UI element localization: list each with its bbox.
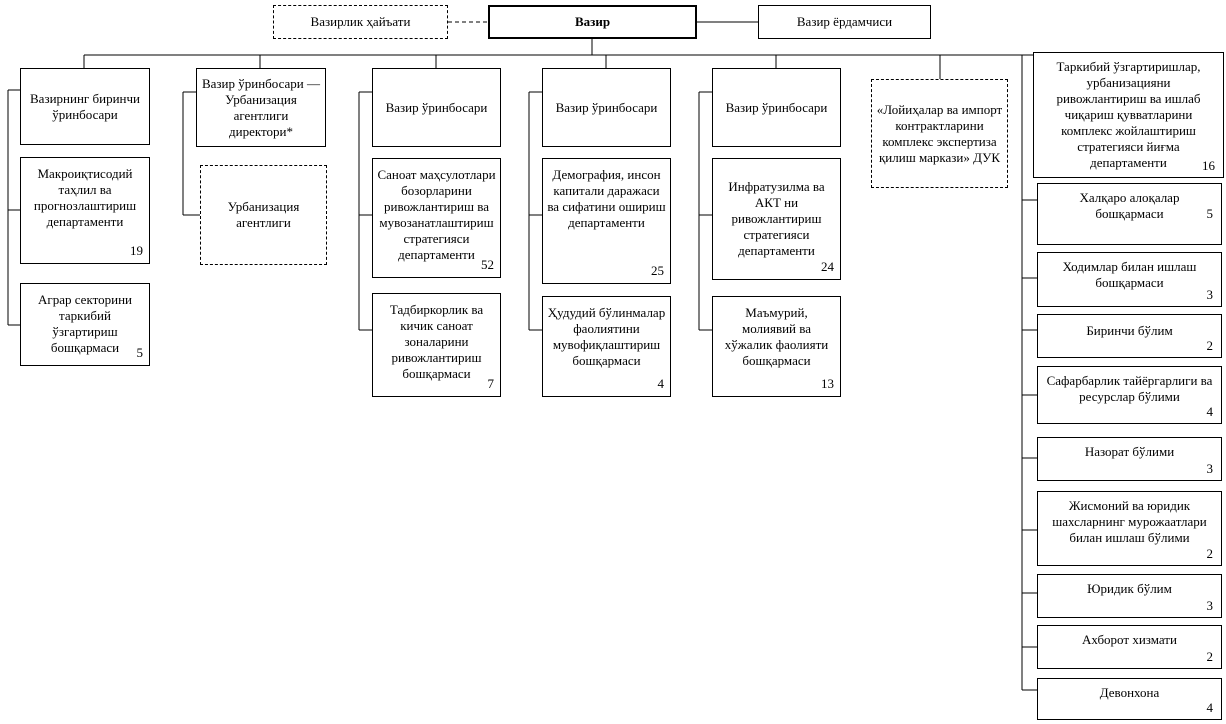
column-head: Вазир ўринбосари [542, 68, 671, 147]
staff-count: 3 [1206, 598, 1214, 613]
minister-assistant-box: Вазир ёрдамчиси [758, 5, 931, 39]
staff-count: 19 [130, 243, 143, 258]
staff-count: 13 [821, 376, 834, 391]
right-unit-box: Юридик бўлим 3 [1037, 574, 1222, 618]
right-unit-box: Жисмоний ва юридик шахсларнинг мурожаатл… [1037, 491, 1222, 566]
right-unit-box: Девонхона 4 [1037, 678, 1222, 720]
unit-box: Урбанизация агентлиги [200, 165, 327, 265]
staff-count: 52 [481, 257, 494, 272]
unit-box: Демография, инсон капитали даражаси ва с… [542, 158, 671, 284]
right-unit-box: Ахборот хизмати 2 [1037, 625, 1222, 669]
right-unit-box: Биринчи бўлим 2 [1037, 314, 1222, 358]
staff-count: 2 [1206, 338, 1214, 353]
column-head: Вазир ўринбосари [712, 68, 841, 147]
right-unit-box: Ходимлар билан ишлаш бошқармаси 3 [1037, 252, 1222, 307]
staff-count: 3 [1206, 287, 1214, 302]
staff-count: 2 [1206, 546, 1214, 561]
staff-count: 24 [821, 259, 834, 274]
staff-count: 2 [1206, 649, 1214, 664]
ministry-board-label: Вазирлик ҳайъати [310, 14, 411, 29]
unit-box: Инфратузилма ва АКТ ни ривожлантириш стр… [712, 158, 841, 280]
staff-count: 5 [1206, 206, 1214, 221]
unit-box: Саноат маҳсулотлари бозорларини ривожлан… [372, 158, 501, 278]
minister-box: Вазир [488, 5, 697, 39]
column-head: Вазирнинг биринчи ўринбосари [20, 68, 150, 145]
staff-count: 4 [1206, 404, 1214, 419]
staff-count: 16 [1202, 158, 1215, 173]
staff-count: 4 [657, 376, 665, 391]
column-head: Вазир ўринбосари — Урбанизация агентлиги… [196, 68, 326, 147]
column-head: Вазир ўринбосари [372, 68, 501, 147]
staff-count: 7 [487, 376, 495, 391]
staff-count: 25 [651, 263, 664, 278]
unit-box: Макроиқтисодий таҳлил ва прогнозлаштириш… [20, 157, 150, 264]
right-unit-box: Назорат бўлими 3 [1037, 437, 1222, 481]
unit-box: Тадбиркорлик ва кичик саноат зоналарини … [372, 293, 501, 397]
right-unit-box: Халқаро алоқалар бошқармаси 5 [1037, 183, 1222, 245]
staff-count: 3 [1206, 461, 1214, 476]
minister-assistant-label: Вазир ёрдамчиси [796, 14, 893, 29]
ministry-board-box: Вазирлик ҳайъати [273, 5, 448, 39]
right-unit-box: Сафарбарлик тайёргарлиги ва ресурслар бў… [1037, 366, 1222, 424]
unit-box: Аграр секторини таркибий ўзгартириш бошқ… [20, 283, 150, 366]
minister-label: Вазир [574, 14, 611, 29]
staff-count: 5 [136, 345, 144, 360]
right-unit-box: Таркибий ўзгартиришлар, урбанизацияни ри… [1033, 52, 1224, 178]
expertise-center-box: «Лойиҳалар ва импорт контрактларини комп… [871, 79, 1008, 188]
unit-box: Маъмурий, молиявий ва хўжалик фаолияти б… [712, 296, 841, 397]
staff-count: 4 [1206, 700, 1214, 715]
unit-box: Ҳудудий бўлинмалар фаолиятини мувофиқлаш… [542, 296, 671, 397]
